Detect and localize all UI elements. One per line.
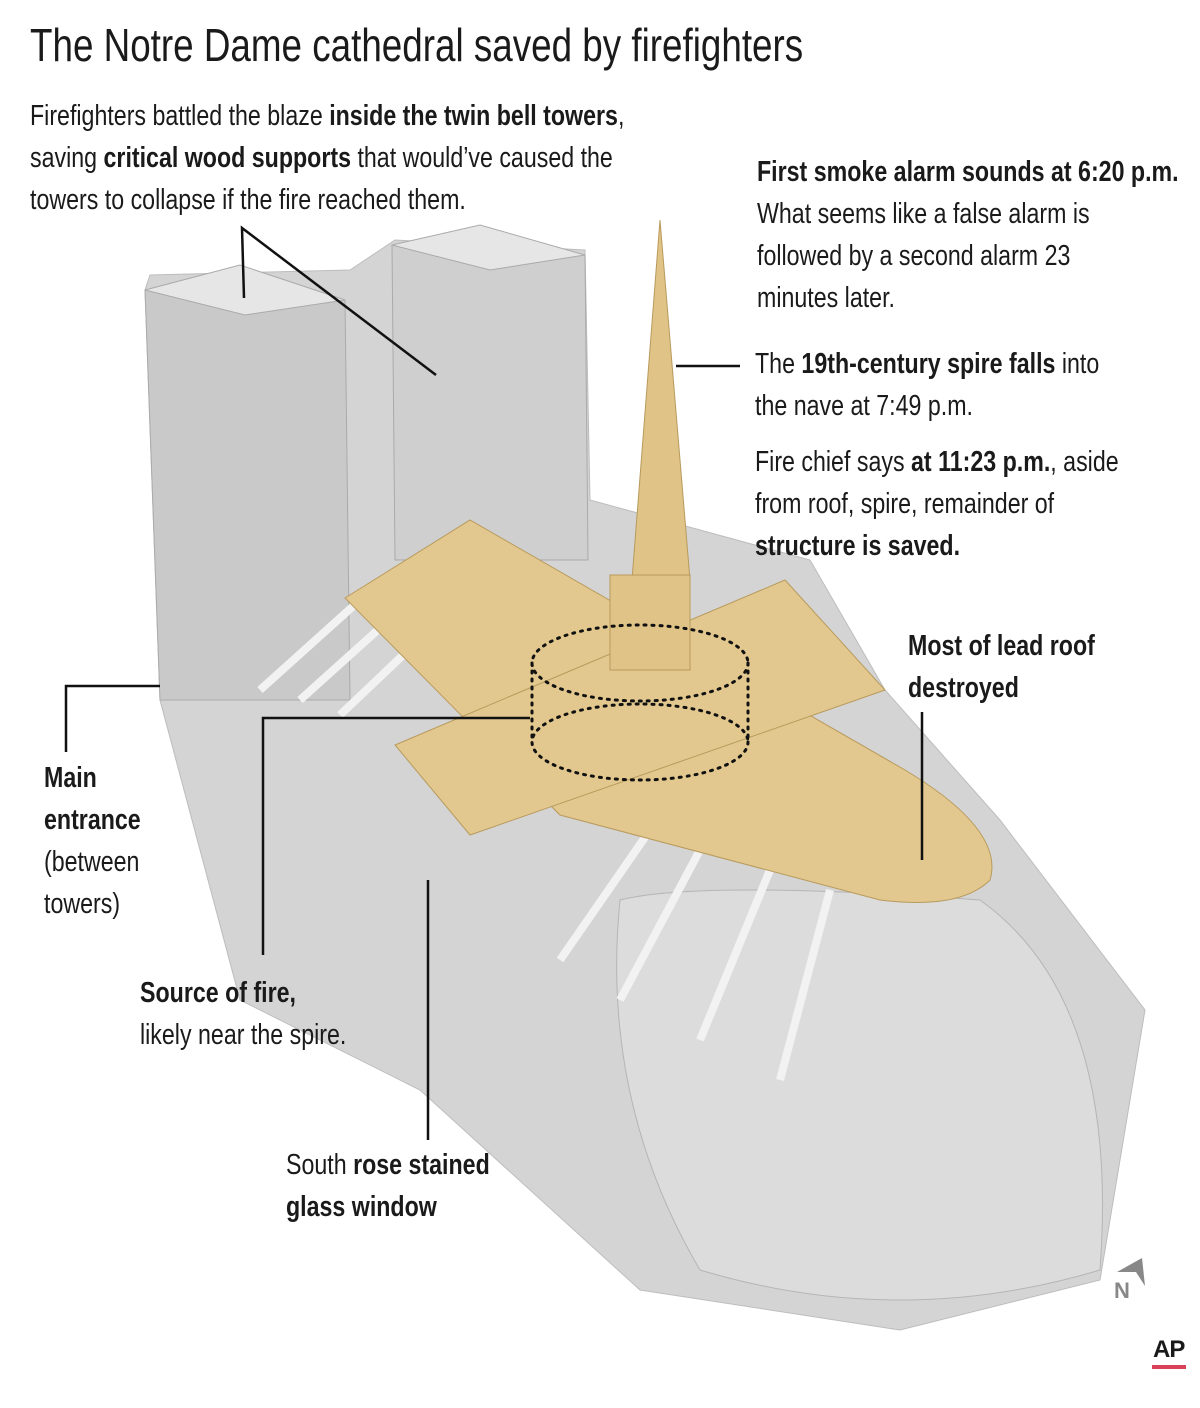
text-bold: inside the twin bell towers	[329, 100, 618, 132]
text-bold: destroyed	[908, 672, 1019, 704]
rose-window-annotation: South rose stained glass window	[286, 1144, 490, 1228]
leader-lines	[64, 225, 924, 1140]
text: , aside	[1050, 446, 1119, 478]
text: that would’ve caused the	[351, 142, 613, 174]
text: into	[1055, 348, 1100, 380]
intro-text: Firefighters battled the blaze inside th…	[30, 95, 624, 221]
text-bold: glass window	[286, 1191, 437, 1223]
entrance-annotation: Main entrance (between towers)	[44, 757, 141, 925]
text: minutes later.	[757, 282, 895, 314]
text-bold: Most of lead roof	[908, 630, 1095, 662]
text: likely near the spire.	[140, 1019, 347, 1051]
text: (between	[44, 846, 140, 878]
source-annotation: Source of fire, likely near the spire.	[140, 972, 346, 1056]
spire	[631, 219, 691, 581]
text: What seems like a false alarm is	[757, 198, 1090, 230]
text-bold: 19th-century spire falls	[801, 348, 1056, 380]
page-title: The Notre Dame cathedral saved by firefi…	[30, 19, 804, 71]
text: The	[755, 348, 802, 380]
ap-logo-bar	[1152, 1365, 1186, 1369]
text-bold: entrance	[44, 804, 141, 836]
text-bold: rose stained	[353, 1149, 490, 1181]
text: ,	[617, 100, 625, 132]
text-bold: at 11:23 p.m.	[911, 446, 1051, 478]
text: Fire chief says	[755, 446, 911, 478]
roof-annotation: Most of lead roof destroyed	[908, 625, 1095, 709]
text-bold: structure is saved.	[755, 530, 961, 562]
text: saving	[30, 142, 104, 174]
text: followed by a second alarm 23	[757, 240, 1071, 272]
text: from roof, spire, remainder of	[755, 488, 1055, 520]
text: towers to collapse if the fire reached t…	[30, 184, 466, 216]
text: the nave at 7:49 p.m.	[755, 390, 973, 422]
text: Firefighters battled the blaze	[30, 100, 330, 132]
ap-logo: AP	[1153, 1336, 1185, 1363]
fire-chief-annotation: Fire chief says at 11:23 p.m., aside fro…	[755, 441, 1119, 567]
text-bold: Main	[44, 762, 97, 794]
apse	[616, 889, 1103, 1301]
text: South	[286, 1149, 354, 1181]
compass-label: N	[1114, 1278, 1130, 1303]
annotation-heading: First smoke alarm sounds at 6:20 p.m.	[757, 156, 1179, 188]
right-tower	[391, 244, 589, 561]
spire-annotation: The 19th-century spire falls into the na…	[755, 343, 1099, 427]
text-bold: critical wood supports	[103, 142, 352, 174]
text: towers)	[44, 888, 121, 920]
alarm-annotation: First smoke alarm sounds at 6:20 p.m. Wh…	[757, 151, 1179, 319]
fire-zone-marker	[530, 623, 750, 782]
text-bold: Source of fire,	[140, 977, 296, 1009]
north-arrow-icon	[1117, 1258, 1145, 1286]
